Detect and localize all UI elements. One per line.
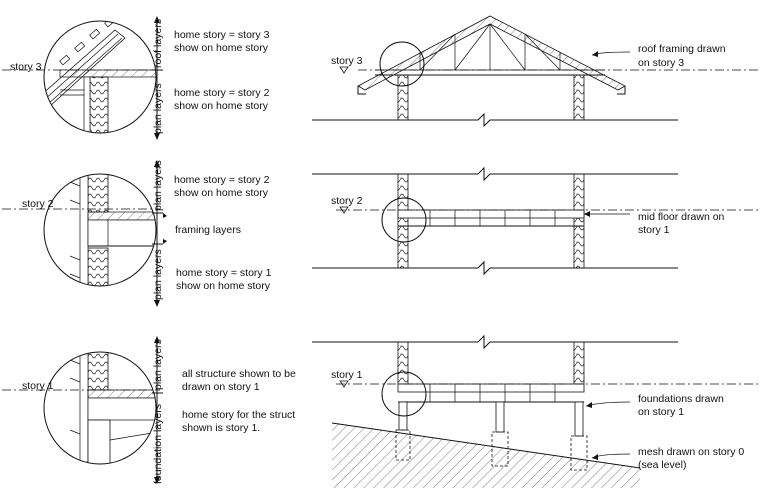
detail-circle-midfloor (43, 173, 157, 287)
plan-layers-label-mid-lower: plan layers (152, 249, 164, 300)
note-bot-a2: drawn on story 1 (182, 381, 260, 393)
break-lines (312, 112, 678, 350)
wall-right-top (573, 74, 585, 121)
note-bot-b1: home story for the struct (182, 409, 295, 421)
detail-circle-roof (43, 20, 157, 134)
wall-left-mid (397, 173, 409, 269)
foundation-layers-label: foundation layers (152, 404, 164, 484)
note-roof-1: roof framing drawn (638, 43, 726, 55)
left-story2-label: story 2 (22, 198, 54, 210)
wall-left-bottom (397, 341, 409, 385)
layer-arrows (152, 16, 163, 484)
note-mesh-1: mesh drawn on story 0 (638, 446, 744, 458)
note-roof-2: on story 3 (638, 57, 684, 69)
leader-lines (584, 51, 631, 460)
framing-arrow (163, 213, 167, 244)
right-story1-label: story 1 (331, 369, 363, 381)
note-mid-a1: home story = story 2 (174, 174, 270, 186)
framing-layers-label: framing layers (175, 224, 241, 236)
detail-circle-outline (43, 20, 157, 134)
note-mesh-2: (sea level) (638, 459, 686, 471)
note-mid-a2: show on home story (174, 187, 269, 199)
note-mid-1: mid floor drawn on (638, 211, 725, 223)
wall-right-mid (573, 173, 585, 269)
note-top-b2: show on home story (174, 100, 269, 112)
note-bot-a1: all structure shown to be (182, 368, 296, 380)
roof-layers-label: roof layers (152, 19, 164, 68)
callout-circle-foundation (381, 371, 427, 417)
plan-layers-label-top: plan layers (152, 83, 164, 134)
note-found-2: on story 1 (638, 406, 684, 418)
wall-right-bottom (573, 341, 585, 385)
note-found-1: foundations drawn (638, 393, 724, 405)
note-top-a1: home story = story 3 (174, 29, 270, 41)
callout-circle-mid (381, 197, 427, 243)
plan-layers-label-mid-upper: plan layers (152, 160, 164, 211)
ground-mesh (331, 422, 641, 488)
right-story2-label: story 2 (331, 195, 363, 207)
plan-layers-label-bottom: plan layers (152, 339, 164, 390)
note-mid-b1: home story = story 1 (176, 267, 272, 279)
story-markers (339, 66, 349, 388)
wall-left-top (397, 74, 409, 121)
note-mid-2: story 1 (638, 224, 670, 236)
note-bot-b2: shown is story 1. (182, 422, 260, 434)
note-top-a2: show on home story (174, 42, 269, 54)
left-story1-label: story 1 (22, 380, 54, 392)
right-story3-label: story 3 (331, 55, 363, 67)
note-top-b1: home story = story 2 (174, 87, 270, 99)
callout-circle-roof (379, 41, 425, 87)
detail-circle-foundation (43, 351, 157, 465)
left-story3-label: story 3 (10, 61, 42, 73)
note-mid-b2: show on home story (176, 280, 271, 292)
